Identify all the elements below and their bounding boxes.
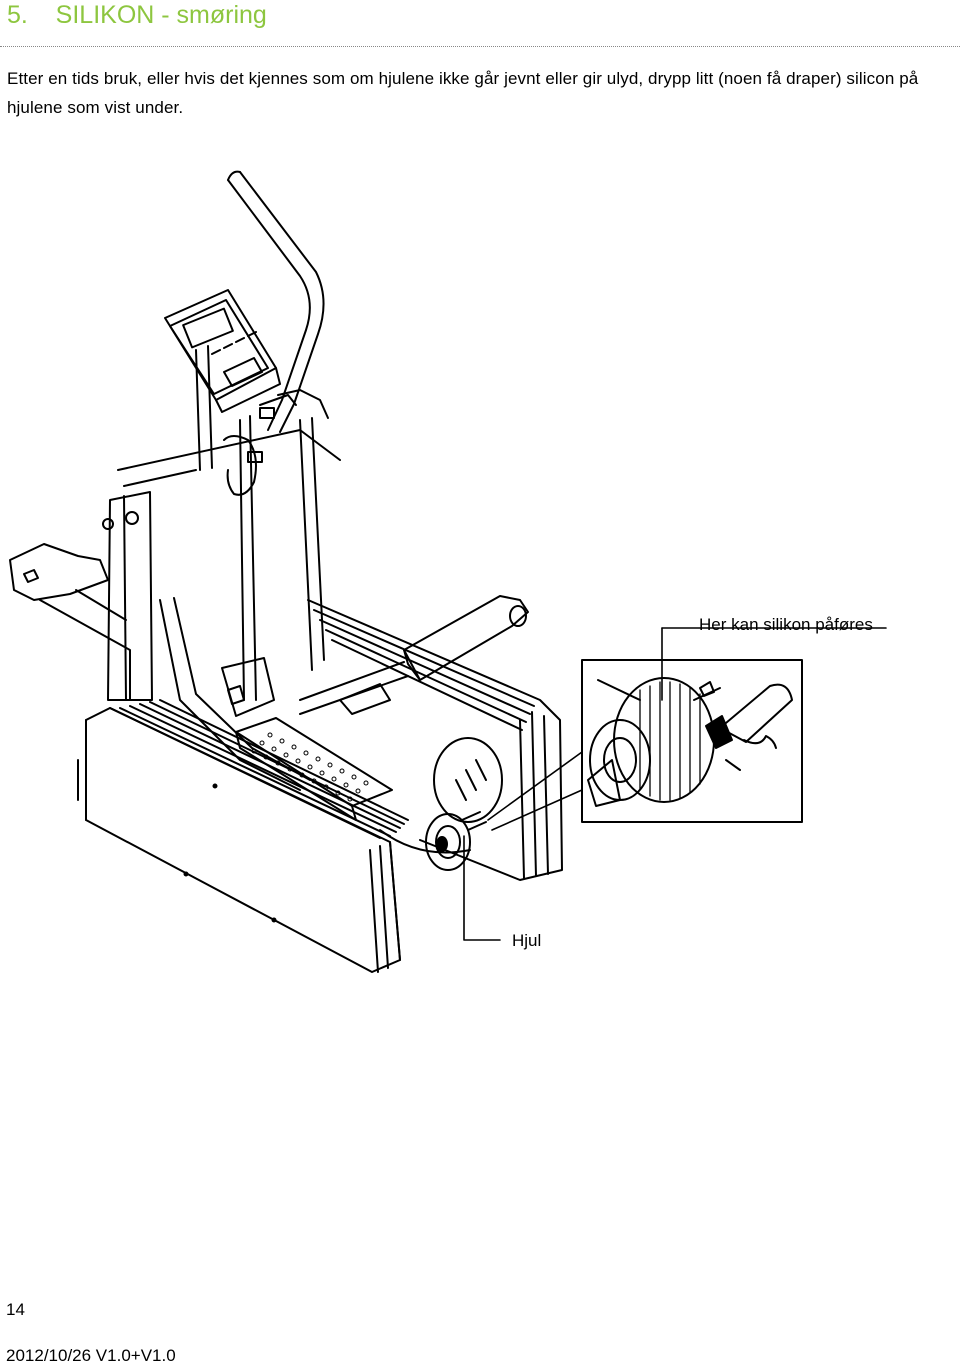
front-frame	[9, 429, 341, 701]
page-number: 14	[6, 1300, 25, 1319]
pedal-arm-right	[299, 595, 529, 715]
callout-lines	[463, 627, 887, 941]
section-number: 5.	[7, 1, 28, 29]
wheel	[425, 811, 487, 871]
upright-column	[195, 345, 329, 701]
handlebar-arm	[227, 170, 325, 433]
section-title: SILIKON - smøring	[55, 1, 267, 29]
flywheel-housing	[307, 599, 563, 881]
heading-divider	[0, 46, 960, 47]
section-heading: 5. SILIKON - smøring	[7, 0, 267, 30]
silicone-callout-label: Her kan silikon påføres	[699, 615, 873, 634]
base-housing	[77, 699, 409, 973]
version-stamp: 2012/10/26 V1.0+V1.0	[6, 1346, 176, 1365]
console-display	[164, 289, 281, 413]
instruction-paragraph: Etter en tids bruk, eller hvis det kjenn…	[7, 69, 919, 117]
wheel-callout-label: Hjul	[512, 931, 542, 950]
detail-inset	[581, 659, 803, 823]
elliptical-trainer-illustration	[9, 170, 887, 973]
